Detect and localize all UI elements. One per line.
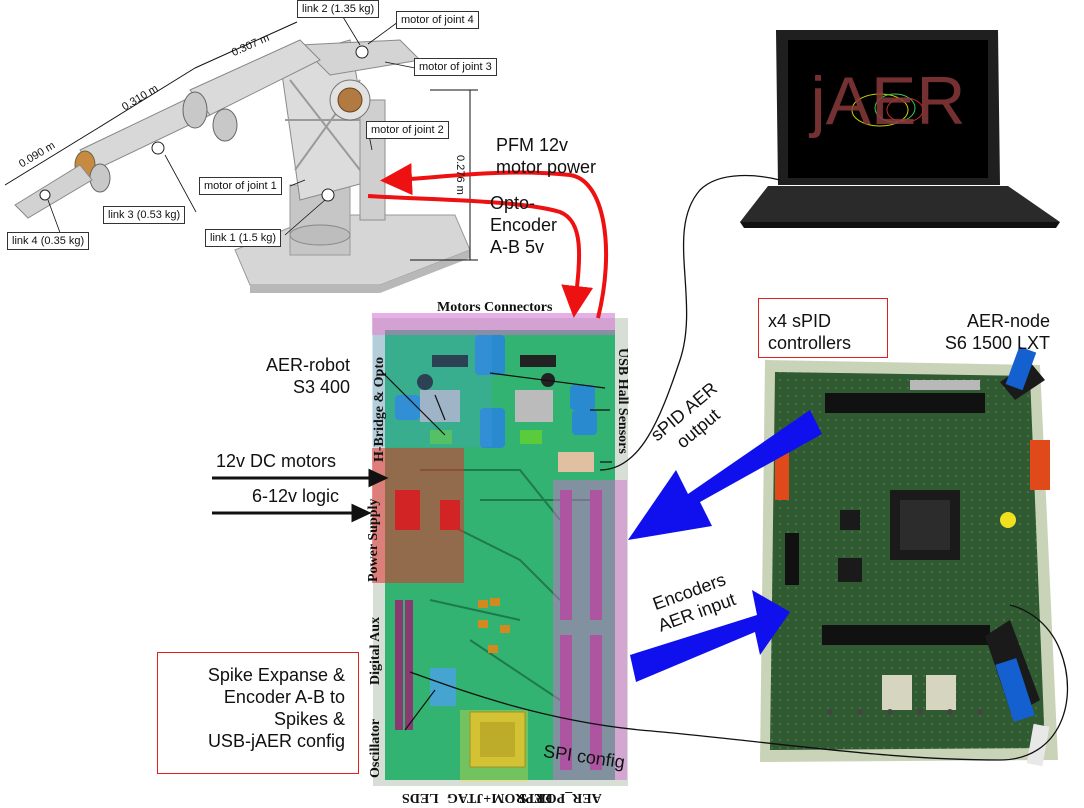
- spike-line1: Spike Expanse &: [207, 665, 345, 685]
- spike-line2: Encoder A-B to: [223, 687, 345, 707]
- pfm-line1: PFM 12v: [496, 135, 569, 155]
- spike-label: Spike Expanse & Encoder A-B to Spikes & …: [165, 664, 345, 752]
- opto-line1: Opto-: [490, 193, 536, 213]
- aer-ports-label: AER_PORTS: [519, 790, 602, 805]
- digital-aux-label: Digital Aux: [368, 616, 383, 685]
- input-arrows: [212, 468, 389, 523]
- spid-line1: x4 sPID: [768, 311, 832, 331]
- motor-joint1-label: motor of joint 1: [199, 177, 282, 195]
- power-supply-label: Power Supply: [366, 498, 381, 582]
- pfm-power-arrow: [380, 163, 609, 319]
- red-arrows: [367, 163, 609, 319]
- motor-joint4-label: motor of joint 4: [396, 11, 479, 29]
- spid-label: x4 sPID controllers: [768, 310, 851, 354]
- logic-label: 6-12v logic: [252, 486, 340, 506]
- aer-node-line1: AER-node: [966, 311, 1050, 331]
- oscillator-label: Oscillator: [368, 718, 383, 778]
- aer-node-label: AER-node S6 1500 LXT: [905, 310, 1050, 354]
- hbridge-label: H-Bridge & Opto: [372, 357, 387, 462]
- dim-276: 0.276 m: [454, 155, 466, 195]
- pfm-label: PFM 12v motor power: [496, 134, 596, 178]
- spid-output-arrow: [628, 410, 822, 540]
- aer-robot-line2: S3 400: [292, 377, 350, 397]
- link4-label: link 4 (0.35 kg): [7, 232, 90, 250]
- usb-hall-label: USB Hall Sensors: [615, 348, 630, 454]
- motor-joint2-label: motor of joint 2: [366, 121, 449, 139]
- aer-robot-pcb: [372, 313, 628, 786]
- aer-node-board: [760, 346, 1058, 767]
- pfm-line2: motor power: [496, 157, 597, 177]
- aer-robot-line1: AER-robot: [265, 355, 350, 375]
- leds-label: LEDS: [402, 790, 439, 805]
- link1-label: link 1 (1.5 kg): [205, 229, 282, 247]
- opto-line2: Encoder: [490, 215, 558, 235]
- laptop-screen-title: jAER: [809, 63, 966, 139]
- spike-callout: [157, 652, 359, 774]
- opto-encoder-arrow: [367, 194, 594, 318]
- aer-robot-label: AER-robot S3 400: [230, 354, 350, 398]
- spid-line2: controllers: [768, 333, 852, 353]
- aer-node-line2: S6 1500 LXT: [944, 333, 1050, 353]
- spike-line3: Spikes &: [273, 709, 345, 729]
- link3-label: link 3 (0.53 kg): [103, 206, 186, 224]
- blue-arrows: [628, 410, 822, 682]
- robot-arm-illustration: [4, 11, 478, 293]
- motor-joint3-label: motor of joint 3: [414, 58, 497, 76]
- spid-callout: [758, 298, 888, 358]
- motors-connectors-label: Motors Connectors: [437, 300, 553, 315]
- laptop: jAER: [740, 30, 1060, 228]
- link2-label: link 2 (1.35 kg): [297, 0, 380, 18]
- cables: [409, 174, 1068, 761]
- opto-line3: A-B 5v: [490, 237, 545, 257]
- dc-motors-label: 12v DC motors: [216, 451, 337, 471]
- spike-line4: USB-jAER config: [207, 731, 345, 751]
- encoder-input-arrow: [630, 590, 790, 682]
- opto-encoder-label: Opto- Encoder A-B 5v: [490, 192, 557, 258]
